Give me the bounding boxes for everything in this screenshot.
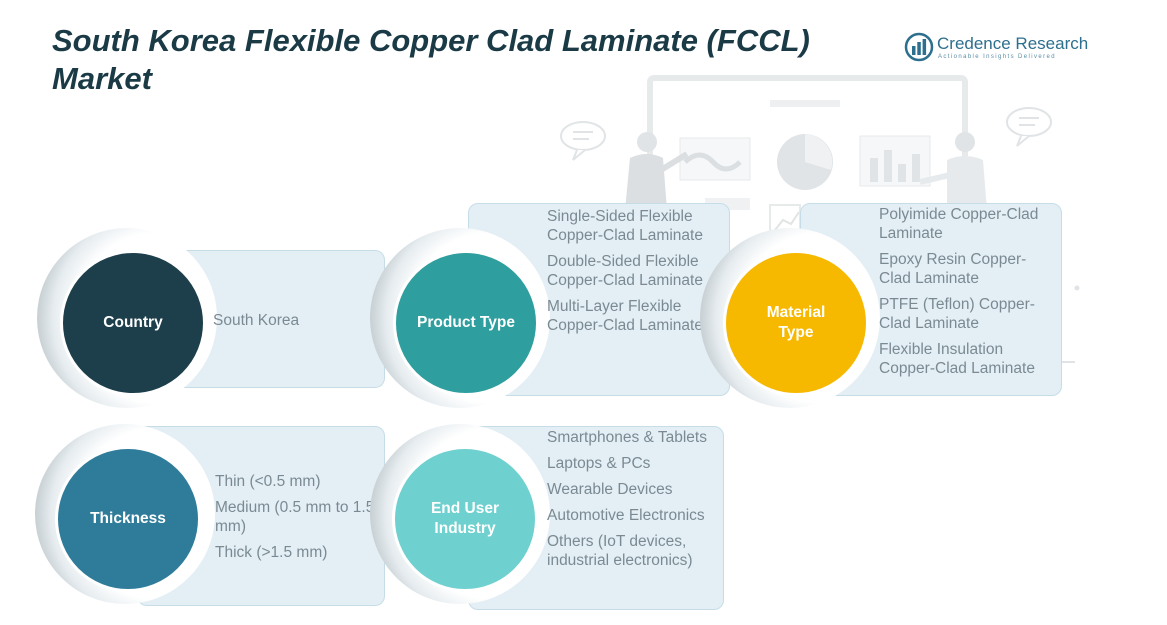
logo-tagline: Actionable Insights Delivered — [938, 54, 1056, 60]
list-item: Thick (>1.5 mm) — [215, 544, 328, 561]
list-item: Double-Sided Flexible Copper-Clad Lamina… — [547, 253, 703, 289]
end-user-items: Smartphones & Tablets Laptops & PCs Wear… — [547, 428, 717, 577]
logo-name: Credence Research — [937, 34, 1089, 53]
list-item: Polyimide Copper-Clad Laminate — [879, 206, 1039, 242]
country-items: South Korea — [213, 311, 378, 337]
list-item: Others (IoT devices, industrial electron… — [547, 533, 693, 569]
list-item: Laptops & PCs — [547, 455, 651, 472]
end-user-circle: End User Industry — [392, 446, 538, 592]
list-item: Single-Sided Flexible Copper-Clad Lamina… — [547, 208, 703, 244]
thickness-circle: Thickness — [55, 446, 201, 592]
material-type-label: Material Type — [766, 304, 826, 341]
end-user-label: End User Industry — [430, 500, 500, 537]
material-type-circle: Material Type — [723, 250, 869, 396]
credence-research-logo: Credence Research Actionable Insights De… — [904, 32, 1094, 66]
material-type-items: Polyimide Copper-Clad Laminate Epoxy Res… — [879, 205, 1049, 385]
list-item: PTFE (Teflon) Copper-Clad Laminate — [879, 296, 1035, 332]
list-item: Epoxy Resin Copper-Clad Laminate — [879, 251, 1027, 287]
list-item: South Korea — [213, 312, 300, 329]
list-item: Multi-Layer Flexible Copper-Clad Laminat… — [547, 298, 703, 334]
list-item: Wearable Devices — [547, 481, 673, 498]
list-item: Automotive Electronics — [547, 507, 705, 524]
thickness-items: Thin (<0.5 mm) Medium (0.5 mm to 1.5 mm)… — [215, 472, 375, 569]
list-item: Smartphones & Tablets — [547, 429, 707, 446]
list-item: Medium (0.5 mm to 1.5 mm) — [215, 499, 375, 535]
list-item: Thin (<0.5 mm) — [215, 473, 321, 490]
country-label: Country — [103, 314, 163, 331]
list-item: Flexible Insulation Copper-Clad Laminate — [879, 341, 1035, 377]
product-type-items: Single-Sided Flexible Copper-Clad Lamina… — [547, 207, 717, 342]
product-type-circle: Product Type — [393, 250, 539, 396]
thickness-label: Thickness — [90, 510, 166, 527]
product-type-label: Product Type — [417, 314, 515, 331]
country-circle: Country — [60, 250, 206, 396]
page-title: South Korea Flexible Copper Clad Laminat… — [52, 23, 810, 96]
logo-bars-icon — [904, 32, 934, 62]
